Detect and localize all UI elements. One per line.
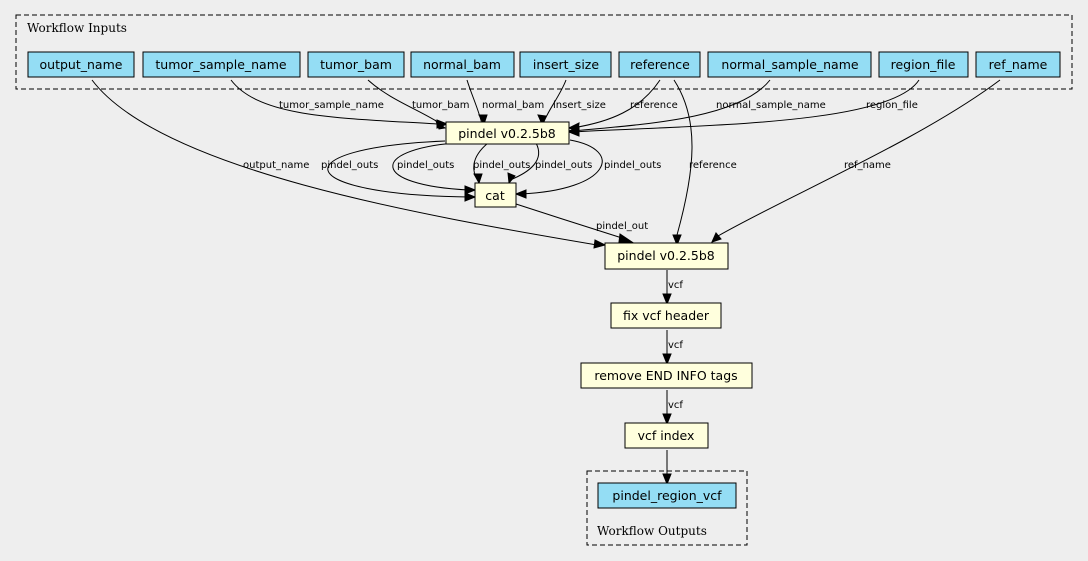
step-node-label: vcf index bbox=[638, 428, 695, 443]
input-node-tumor-bam[interactable]: tumor_bam bbox=[307, 51, 405, 78]
step-node-label: pindel v0.2.5b8 bbox=[458, 126, 556, 141]
edge-region-file bbox=[571, 79, 920, 133]
edge-label-tumor-bam: tumor_bam bbox=[412, 100, 469, 111]
edge-pindel-outs-1 bbox=[327, 140, 471, 198]
edge-insert-size bbox=[542, 79, 567, 125]
input-node-normal-bam[interactable]: normal_bam bbox=[410, 51, 515, 78]
edge-reference-2 bbox=[673, 79, 693, 236]
step-node-pindel-1[interactable]: pindel v0.2.5b8 bbox=[445, 121, 570, 145]
workflow-inputs-label: Workflow Inputs bbox=[27, 21, 127, 35]
input-node-label: normal_bam bbox=[423, 57, 501, 72]
edge-pindel-outs-4 bbox=[509, 142, 540, 181]
arrow-pindel1-d bbox=[537, 114, 547, 126]
edge-label-reference-2: reference bbox=[689, 160, 737, 171]
edge-ref-name bbox=[717, 79, 1001, 237]
edge-label-pindel-outs-3: pindel_outs bbox=[473, 160, 530, 171]
edge-label-output-name: output_name bbox=[243, 160, 309, 171]
step-node-cat[interactable]: cat bbox=[474, 182, 517, 208]
arrow-cat-a bbox=[464, 192, 477, 202]
step-node-fix-vcf-header[interactable]: fix vcf header bbox=[610, 302, 722, 329]
output-node-pindel-region-vcf[interactable]: pindel_region_vcf bbox=[597, 482, 737, 509]
input-node-normal-sample-name[interactable]: normal_sample_name bbox=[707, 51, 872, 78]
edge-label-ref-name: ref_name bbox=[844, 160, 891, 171]
arrow-remove-end bbox=[662, 353, 672, 366]
arrow-pindel1-c bbox=[478, 114, 488, 126]
edge-tumor-bam bbox=[367, 79, 442, 125]
input-node-label: region_file bbox=[891, 57, 956, 72]
arrow-output bbox=[662, 473, 672, 486]
arrow-cat-d bbox=[507, 172, 516, 185]
step-node-remove-end-info-tags[interactable]: remove END INFO tags bbox=[580, 362, 753, 389]
step-node-pindel-2[interactable]: pindel v0.2.5b8 bbox=[604, 242, 729, 270]
edge-labels: tumor_sample_name tumor_bam normal_bam i… bbox=[243, 100, 918, 411]
arrow-vcf-index bbox=[662, 413, 672, 426]
input-node-insert-size[interactable]: insert_size bbox=[519, 51, 612, 78]
arrowheads bbox=[434, 114, 722, 486]
arrow-pindel2-c bbox=[711, 232, 722, 243]
input-node-label: tumor_bam bbox=[320, 57, 392, 72]
arrow-cat-c bbox=[473, 173, 483, 185]
input-node-label: tumor_sample_name bbox=[155, 57, 286, 72]
edge-pindel-outs-5 bbox=[520, 139, 603, 195]
input-node-region-file[interactable]: region_file bbox=[878, 51, 969, 78]
step-node-label: cat bbox=[485, 188, 505, 203]
edge-label-normal-sample-name: normal_sample_name bbox=[716, 100, 826, 111]
input-node-label: ref_name bbox=[989, 57, 1048, 72]
edge-label-reference-1: reference bbox=[630, 100, 678, 111]
step-node-label: remove END INFO tags bbox=[594, 368, 737, 383]
input-node-label: insert_size bbox=[533, 57, 599, 72]
arrow-pindel2-d bbox=[618, 233, 634, 243]
edge-label-vcf-3: vcf bbox=[668, 400, 683, 411]
workflow-inputs-cluster: Workflow Inputs bbox=[15, 14, 1073, 90]
arrow-pindel2-b bbox=[672, 234, 682, 247]
step-node-vcf-index[interactable]: vcf index bbox=[624, 422, 709, 449]
edge-label-pindel-outs-1: pindel_outs bbox=[321, 160, 378, 171]
edge-label-insert-size: insert_size bbox=[553, 100, 606, 111]
edges bbox=[91, 79, 1001, 474]
arrow-pindel1-b bbox=[434, 119, 447, 130]
step-node-label: fix vcf header bbox=[623, 308, 710, 323]
arrow-pindel1-g bbox=[567, 127, 580, 137]
edge-reference-1 bbox=[571, 79, 661, 129]
input-node-output-name[interactable]: output_name bbox=[27, 51, 135, 78]
step-node-label: pindel v0.2.5b8 bbox=[617, 248, 715, 263]
output-node-label: pindel_region_vcf bbox=[612, 488, 722, 503]
edge-label-pindel-outs-2: pindel_outs bbox=[397, 160, 454, 171]
edge-tumor-sample-name bbox=[230, 79, 438, 125]
input-node-reference[interactable]: reference bbox=[618, 51, 701, 78]
arrow-pindel2-a bbox=[593, 239, 607, 249]
edge-label-vcf-2: vcf bbox=[668, 340, 683, 351]
edge-label-vcf-1: vcf bbox=[668, 280, 683, 291]
workflow-outputs-label: Workflow Outputs bbox=[597, 524, 707, 538]
input-node-label: output_name bbox=[40, 57, 123, 72]
input-node-label: reference bbox=[630, 57, 690, 72]
edge-pindel-outs-2 bbox=[392, 142, 469, 191]
edge-normal-bam bbox=[466, 79, 483, 125]
edge-label-pindel-out: pindel_out bbox=[596, 221, 648, 232]
edge-label-tumor-sample-name: tumor_sample_name bbox=[279, 100, 384, 111]
input-node-label: normal_sample_name bbox=[721, 57, 859, 72]
edge-pindel-out bbox=[515, 203, 623, 239]
edge-output-name bbox=[91, 79, 598, 246]
arrow-fix-vcf bbox=[662, 293, 672, 306]
arrow-cat-b bbox=[464, 185, 477, 195]
arrow-cat-e bbox=[514, 189, 527, 199]
edge-label-pindel-outs-5: pindel_outs bbox=[604, 160, 661, 171]
edge-label-normal-bam: normal_bam bbox=[482, 100, 544, 111]
input-node-tumor-sample-name[interactable]: tumor_sample_name bbox=[142, 51, 301, 78]
edge-label-pindel-outs-4: pindel_outs bbox=[535, 160, 592, 171]
edge-label-region-file: region_file bbox=[866, 100, 918, 111]
input-node-ref-name[interactable]: ref_name bbox=[975, 51, 1061, 78]
